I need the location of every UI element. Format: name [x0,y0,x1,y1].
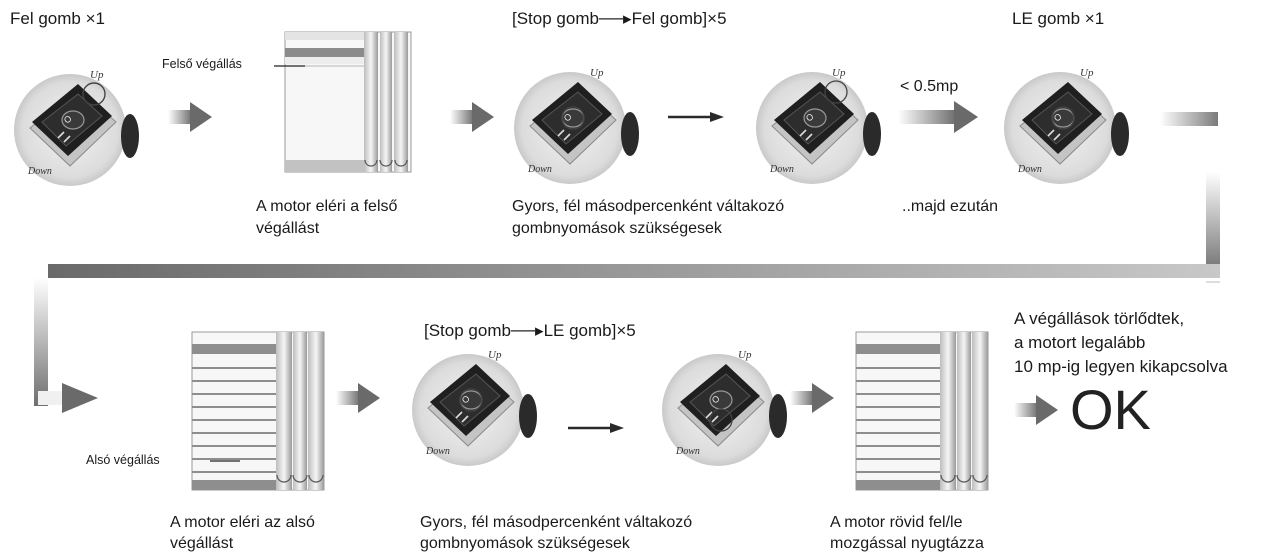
shutter2-caption-line1: A motor eléri az alsó [170,514,315,531]
step2-caption-line2: gombnyomások szükségesek [512,220,722,237]
then-label: ..majd ezután [902,198,999,215]
arrow-6 [790,383,834,413]
result-text-line3: 10 mp-ig legyen kikapcsolva [1014,357,1228,376]
step2-caption-line1: Gyors, fél másodpercenként váltakozó [512,198,785,215]
svg-text:Down: Down [425,446,450,457]
step4-caption-line1: Gyors, fél másodpercenként váltakozó [420,514,693,531]
svg-text:Down: Down [675,446,700,457]
shutter-3 [855,331,989,491]
switch-6: Up Down [661,349,788,467]
result-text-line1: A végállások törlődtek, [1014,309,1185,328]
thin-arrow-1 [668,112,724,122]
svg-text:Up: Up [1080,67,1094,79]
switch-5: Up Down [411,349,538,467]
arrow-1 [168,102,212,132]
shutter1-caption-line2: végállást [256,220,320,237]
highlight-circle-up [82,82,106,106]
shutter1-caption-line1: A motor eléri a felső [256,198,398,215]
shutter3-caption-line2: mozgással nyugtázza [830,535,984,552]
shutter2-annotation: Alsó végállás [86,453,160,467]
arrow-4 [38,383,98,413]
switch-1: Up Down [13,69,140,187]
step1-label: Fel gomb ×1 [10,9,105,28]
switch-down-label: Down [27,166,52,177]
svg-text:Up: Up [590,67,604,79]
step2-label: [Stop gomb──▸Fel gomb]×5 [512,9,727,28]
arrow-3 [898,101,978,133]
svg-text:Down: Down [1017,164,1042,175]
svg-text:Up: Up [832,67,846,79]
switch-3: Up Down [755,67,882,185]
switch-up-label: Up [90,69,104,81]
svg-text:Up: Up [738,349,752,361]
step3-label: LE gomb ×1 [1012,9,1105,28]
thin-arrow-2 [568,423,624,433]
switch-4: Up Down [1003,67,1130,185]
arrow-7 [1014,395,1058,425]
step4-label: [Stop gomb──▸LE gomb]×5 [424,321,636,340]
shutter1-annotation: Felső végállás [162,57,242,71]
ok-label: OK [1070,378,1151,441]
step4-caption-line2: gombnyomások szükségesek [420,535,630,552]
shutter2-caption-line2: végállást [170,535,234,552]
arrow-2 [450,102,494,132]
arrow-5 [336,383,380,413]
svg-text:Down: Down [527,164,552,175]
connector-path [34,112,1220,406]
shutter-1 [274,31,412,173]
shutter-2 [191,331,325,491]
switch-2: Up Down [513,67,640,185]
shutter3-caption-line1: A motor rövid fel/le [830,514,963,531]
timing-label: < 0.5mp [900,78,959,95]
svg-text:Down: Down [769,164,794,175]
svg-text:Up: Up [488,349,502,361]
result-text-line2: a motort legalább [1014,333,1146,352]
